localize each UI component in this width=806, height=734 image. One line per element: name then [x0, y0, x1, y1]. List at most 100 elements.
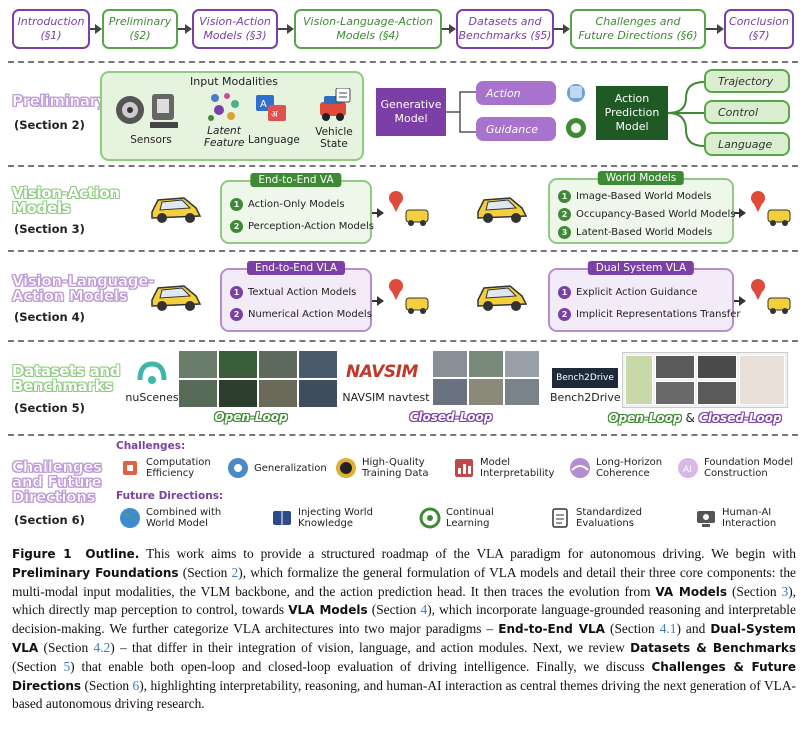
section-title-vla: Vision-Language- Action Models — [12, 272, 155, 305]
horizon-icon — [570, 458, 590, 478]
nuscenes-label: nuScenes — [125, 391, 179, 404]
figure-caption: Figure 1 Outline. This work aims to prov… — [12, 546, 797, 712]
arrow — [734, 296, 746, 306]
car-icon — [151, 197, 202, 223]
book-icon — [273, 511, 291, 525]
future-directions-heading: Future Directions: — [116, 490, 224, 502]
flow-preliminary: Preliminary (§2) — [102, 9, 178, 49]
section-title-va: Vision-Action Models — [12, 184, 120, 217]
destination-icon — [389, 191, 429, 226]
flow-arrow — [554, 24, 570, 34]
output-connector — [668, 81, 704, 147]
flow-challenges: Challenges and Future Directions (§6) — [570, 9, 706, 49]
challenge-long-horizon: Long-Horizon Coherence — [568, 456, 662, 480]
flow-arrow — [90, 24, 102, 34]
output-trajectory: Trajectory — [704, 69, 790, 93]
checklist-icon — [552, 508, 568, 528]
chip-icon — [123, 461, 137, 475]
flow-vision-action: Vision-Action Models (§3) — [192, 9, 278, 49]
sensors-icon — [116, 94, 178, 128]
flow-conclusion: Conclusion (§7) — [724, 9, 794, 49]
globe-icon — [120, 508, 140, 528]
destination-icon — [751, 279, 791, 314]
divider — [8, 340, 798, 342]
arrow — [734, 208, 746, 218]
future-human-ai: Human-AI Interaction — [694, 506, 776, 530]
bench2drive-label: Bench2Drive — [550, 391, 621, 404]
action-prediction-model-box: Action Prediction Model — [596, 86, 668, 140]
section-ref-vla: (Section 4) — [14, 310, 85, 324]
section-ref-challenges: (Section 6) — [14, 513, 85, 527]
closed-loop-label: Closed-Loop — [409, 410, 493, 424]
flow-arrow — [442, 24, 456, 34]
nuscenes-image-grid — [178, 350, 338, 408]
bench2drive-logo: Bench2Drive — [552, 368, 618, 388]
input-language-label: Language — [248, 134, 300, 146]
divider — [8, 250, 798, 252]
quality-badge-icon — [336, 458, 356, 478]
open-loop-label: Open-Loop — [214, 410, 288, 424]
section-ref-va: (Section 3) — [14, 222, 85, 236]
action-pill: Action — [476, 81, 556, 105]
flow-datasets: Datasets and Benchmarks (§5) — [456, 9, 554, 49]
end-to-end-vla-tag: End-to-End VLA — [246, 261, 346, 275]
divider — [8, 165, 798, 167]
input-sensors-label: Sensors — [130, 134, 172, 146]
section-ref-datasets: (Section 5) — [14, 401, 85, 415]
future-world-model: Combined with World Model — [118, 506, 221, 530]
navsim-logo: NAVSIM — [346, 362, 418, 382]
cycle-icon — [419, 507, 441, 529]
svg-text:अ: अ — [271, 110, 279, 120]
arrow — [372, 296, 384, 306]
split-connector — [446, 91, 476, 133]
output-language: Language — [704, 132, 790, 156]
svg-text:AI: AI — [683, 465, 692, 475]
divider — [8, 434, 798, 436]
input-latent-label: Latent Feature — [204, 125, 245, 150]
generative-model-box: Generative Model — [376, 88, 446, 136]
flow-arrow — [706, 24, 724, 34]
navsim-image-grid — [432, 350, 540, 406]
chart-icon — [455, 459, 473, 477]
future-continual-learning: Continual Learning — [418, 506, 494, 530]
section-title-preliminary: Preliminary — [12, 92, 107, 110]
destination-icon — [751, 191, 791, 226]
language-icon: A अ — [256, 95, 286, 121]
bench2drive-image-grid — [622, 352, 788, 408]
section-ref-preliminary: (Section 2) — [14, 118, 85, 132]
input-vehicle-state-label: Vehicle State — [315, 126, 353, 151]
nuscenes-logo-icon — [137, 361, 167, 384]
challenge-training-data: High-Quality Training Data — [334, 456, 429, 480]
destination-icon — [389, 279, 429, 314]
flow-arrow — [178, 24, 192, 34]
challenges-heading: Challenges: — [116, 440, 186, 452]
section-title-datasets: Datasets and Benchmarks — [12, 362, 121, 395]
output-control: Control — [704, 100, 790, 124]
flow-arrow — [278, 24, 294, 34]
section-title-challenges: Challenges and Future Directions — [12, 458, 103, 506]
world-models-tag: World Models — [597, 171, 685, 185]
flow-introduction: Introduction (§1) — [12, 9, 90, 49]
input-modalities-panel: Input Modalities Sensors Latent Feature … — [100, 71, 364, 161]
challenge-generalization: Generalization — [226, 456, 327, 480]
action-guidance-icons — [566, 84, 586, 138]
future-world-knowledge: Injecting World Knowledge — [270, 506, 373, 530]
dual-system-vla-tag: Dual System VLA — [587, 261, 695, 275]
svg-text:A: A — [260, 99, 267, 110]
challenge-interpretability: Model Interpretability — [452, 456, 554, 480]
navsim-label: NAVSIM navtest — [342, 391, 430, 404]
input-modalities-title: Input Modalities — [190, 75, 278, 88]
